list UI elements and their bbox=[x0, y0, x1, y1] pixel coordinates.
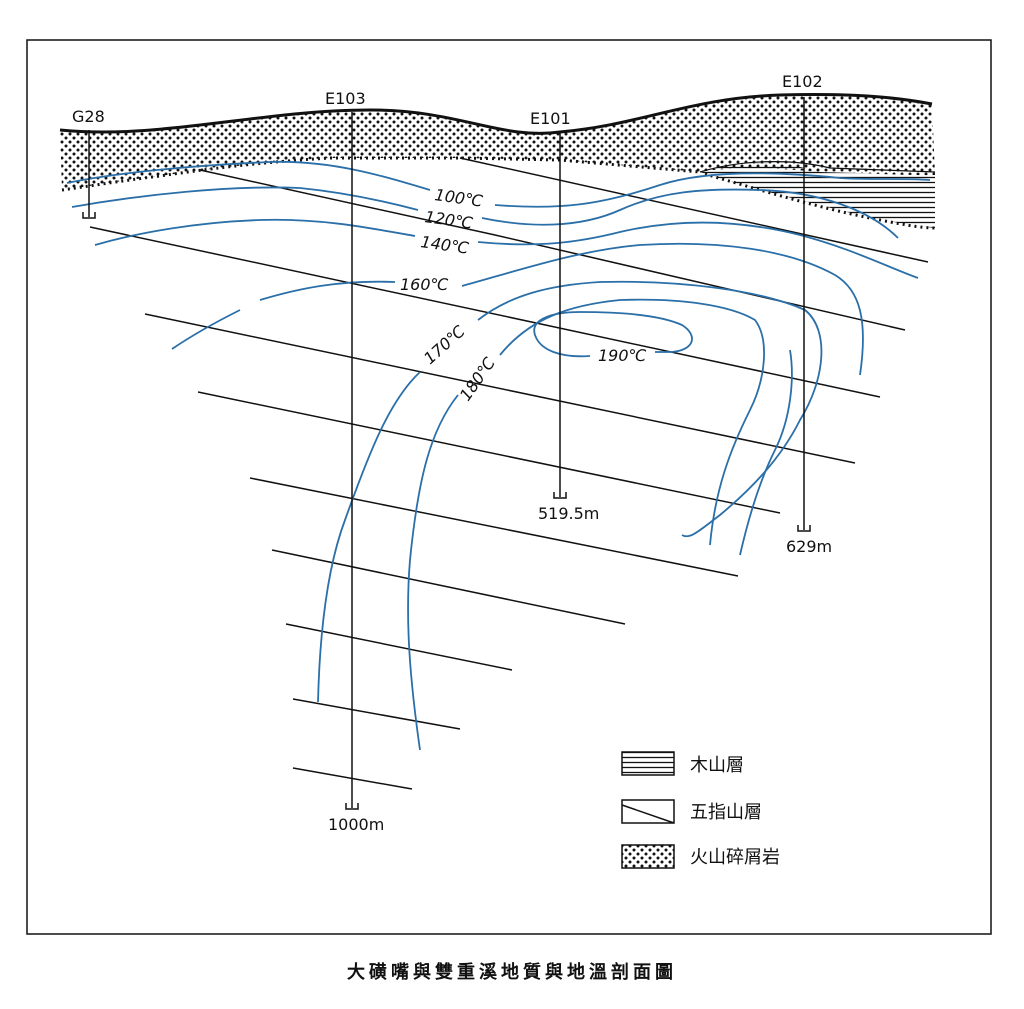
well-label-e101: E101 bbox=[530, 109, 571, 128]
volcanic-clastic-layer bbox=[60, 94, 935, 190]
isotherm-190 bbox=[533, 311, 693, 358]
isotherm-label-140: 140℃ bbox=[419, 232, 470, 258]
wuchishan-bedding-lines bbox=[89, 157, 929, 790]
isotherm-label-180: 180℃ bbox=[456, 354, 499, 405]
well-g28-foot bbox=[82, 212, 96, 219]
isotherm-label-170: 170℃ bbox=[420, 321, 469, 368]
legend-label-wuchishan: 五指山層 bbox=[690, 802, 762, 823]
isotherm-label-160: 160℃ bbox=[400, 275, 449, 294]
legend-item-volcanic: 火山碎屑岩 bbox=[621, 844, 780, 869]
volcanic-lower-boundary bbox=[61, 156, 701, 192]
isotherm-label-120: 120℃ bbox=[423, 207, 474, 233]
well-label-g28: G28 bbox=[72, 107, 105, 126]
isotherm-100 bbox=[66, 160, 931, 208]
legend-label-mushan: 木山層 bbox=[690, 755, 744, 776]
well-e102-foot bbox=[797, 525, 811, 532]
mushan-lens-bottom bbox=[704, 172, 936, 230]
well-depth-e103: 1000m bbox=[328, 815, 384, 834]
isotherm-180 bbox=[407, 298, 793, 751]
isotherm-170 bbox=[317, 280, 823, 703]
isotherm-label-190: 190℃ bbox=[598, 346, 647, 365]
legend-item-mushan: 木山層 bbox=[621, 751, 744, 776]
well-e103-foot bbox=[345, 803, 359, 810]
well-label-e102: E102 bbox=[782, 72, 823, 91]
well-e101-foot bbox=[553, 492, 567, 499]
mushan-lens-top bbox=[699, 161, 936, 173]
isotherm-160 bbox=[171, 242, 864, 376]
isotherm-curves bbox=[66, 160, 931, 751]
legend: 木山層 五指山層 火山碎屑岩 bbox=[621, 751, 780, 869]
figure-caption: 大磺嘴與雙重溪地質與地溫剖面圖 bbox=[347, 962, 677, 983]
legend-swatch-diagonal bbox=[621, 799, 675, 824]
isotherm-label-100: 100℃ bbox=[433, 185, 484, 211]
well-label-e103: E103 bbox=[325, 89, 366, 108]
well-depth-e102: 629m bbox=[786, 537, 832, 556]
legend-swatch-horizontal-lines bbox=[621, 751, 675, 776]
legend-swatch-dots bbox=[621, 844, 675, 869]
figure-frame bbox=[26, 39, 992, 935]
legend-label-volcanic: 火山碎屑岩 bbox=[690, 847, 780, 868]
ground-surface bbox=[59, 93, 933, 135]
legend-item-wuchishan: 五指山層 bbox=[621, 799, 762, 824]
boreholes bbox=[82, 97, 811, 810]
well-depth-e101: 519.5m bbox=[538, 504, 599, 523]
isotherm-120 bbox=[71, 186, 899, 239]
legend-swatch-diagonal-line bbox=[621, 804, 675, 824]
isotherm-140 bbox=[94, 218, 919, 279]
